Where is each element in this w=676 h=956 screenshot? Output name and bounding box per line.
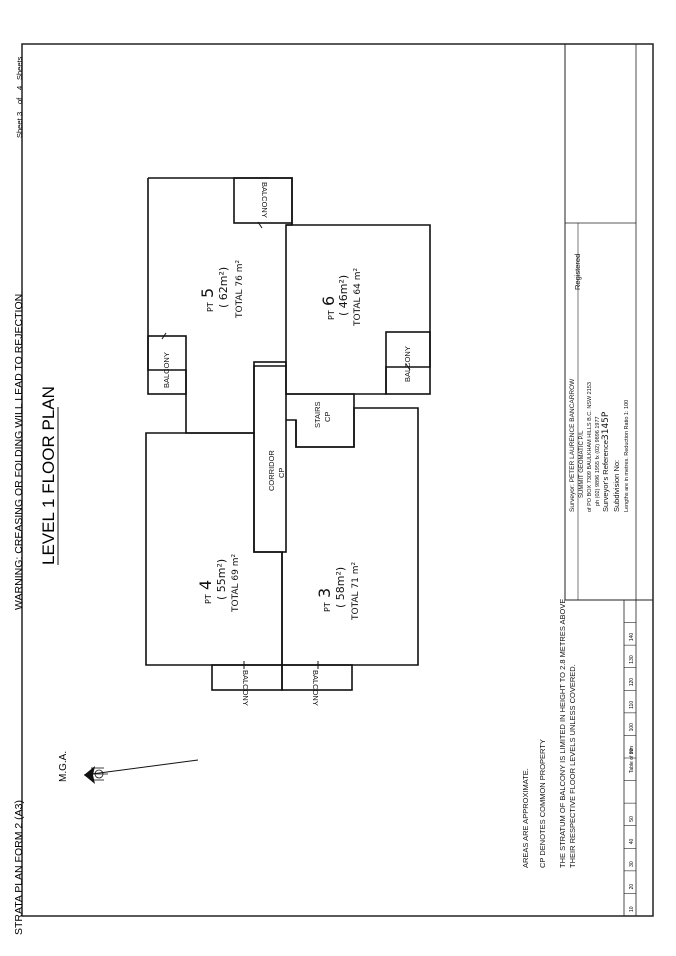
lot-4-total: TOTAL 69 m²	[231, 554, 241, 613]
subdivision-label: Subdivision No:	[612, 460, 621, 512]
lengths-note: Lengths are in metres. Reduction Ratio 1…	[624, 400, 630, 512]
balcony-label-5-side: BALCONY	[162, 352, 171, 388]
scale-table-label: Table of mm	[629, 746, 635, 773]
scale-cell-value: 130	[629, 655, 635, 664]
scale-cell-value: 140	[629, 633, 635, 642]
lot-4-area: ( 55m²)	[215, 559, 228, 600]
lot-labels: PT 5 ( 62m²) TOTAL 76 m² PT 6 ( 46m²) TO…	[196, 260, 363, 621]
plan-notes: AREAS ARE APPROXIMATE. CP DENOTES COMMON…	[521, 599, 577, 868]
surveyor-block: Surveyor: PETER LAURENCE BANCARROW SUMMI…	[564, 44, 653, 601]
sheet-label: Sheet	[15, 117, 24, 138]
lot-3-boundary	[281, 407, 419, 666]
floor-plan	[145, 177, 431, 691]
stairs-label: STAIRS	[313, 401, 322, 428]
note-cp: CP DENOTES COMMON PROPERTY	[538, 739, 547, 868]
balcony-lot-6	[385, 331, 431, 395]
sheets-label: Sheets	[15, 56, 24, 80]
lot-3-area: ( 58m²)	[334, 567, 347, 608]
sheet-total: 4	[15, 86, 24, 90]
form-title: STRATA PLAN FORM 2 (A3)	[13, 800, 25, 935]
sheet-border	[21, 43, 654, 917]
scale-cell-value: 40	[629, 839, 635, 845]
scale-cell-value: 110	[629, 701, 635, 709]
note-stratum-2: THEIR RESPECTIVE FLOOR LEVELS UNLESS COV…	[568, 664, 577, 868]
balcony-lot-5-side	[147, 335, 187, 395]
surveyor-ref-label: Surveyor's Reference:	[601, 438, 610, 512]
lot-3-number: 3	[315, 588, 334, 598]
lot-4-number: 4	[196, 580, 215, 590]
scale-cell-value: 10	[629, 906, 635, 912]
lot-5-total: TOTAL 76 m²	[235, 260, 245, 319]
area-labels: BALCONY BALCONY BALCONY BALCONY BALCONY …	[162, 182, 412, 706]
scale-cell-value: 50	[629, 816, 635, 822]
stairs-cp-label: CP	[323, 412, 332, 422]
lot-6-number: 6	[319, 296, 338, 306]
balcony-lot-3	[281, 664, 353, 691]
lot-3-pt: PT	[323, 602, 332, 612]
balcony-label-4: BALCONY	[241, 670, 250, 706]
sheet-numbering: Sheet 3 of 4 Sheets	[15, 56, 24, 138]
balcony-label-5-top: BALCONY	[260, 182, 269, 218]
sheet-number: 3	[15, 112, 24, 116]
scale-cell-value: 20	[629, 884, 635, 890]
lot-5-pt: PT	[206, 302, 215, 312]
lot-6-pt: PT	[327, 310, 336, 320]
scale-cell-value: 90	[629, 748, 635, 754]
lot-4-pt: PT	[204, 594, 213, 604]
scale-cell-value: 100	[629, 723, 635, 732]
lot-4-boundary	[145, 432, 283, 666]
north-label: M.G.A.	[58, 751, 69, 782]
lot-3-total: TOTAL 71 m²	[351, 562, 361, 621]
registered-label: Registered	[573, 254, 582, 290]
lot-5-number: 5	[198, 288, 217, 298]
scale-cell-value: 30	[629, 861, 635, 867]
surveyor-address: of PO BOX 7309 BAULKHAM HILLS B.C. NSW 2…	[587, 382, 593, 512]
note-areas: AREAS ARE APPROXIMATE.	[521, 768, 530, 868]
lot-6-area: ( 46m²)	[337, 275, 350, 316]
plan-title: LEVEL 1 FLOOR PLAN	[39, 386, 58, 565]
scale-cell-value: 120	[629, 678, 635, 687]
balcony-label-6: BALCONY	[403, 346, 412, 382]
surveyor-firm: SUMMIT GEOMATIC P/L	[579, 430, 585, 498]
balcony-label-3: BALCONY	[311, 670, 320, 706]
of-label: of	[15, 97, 24, 104]
corridor-label: CORRIDOR	[267, 450, 276, 491]
lot-6-total: TOTAL 64 m²	[353, 268, 363, 327]
warning-text: WARNING: CREASING OR FOLDING WILL LEAD T…	[13, 294, 25, 610]
note-stratum-1: THE STRATUM OF BALCONY IS LIMITED IN HEI…	[558, 599, 567, 868]
surveyor-phone: ph (02) 9896 1955 fx (02) 9896 1977	[595, 416, 601, 506]
surveyor-ref-value: 3145P	[601, 411, 611, 440]
lot-5-area: ( 62m²)	[217, 267, 230, 308]
corridor-cp-label: CP	[277, 468, 286, 478]
north-arrow-icon	[83, 759, 199, 784]
surveyor-name: Surveyor: PETER LAURENCE BANCARROW	[569, 378, 576, 512]
balcony-lot-5	[233, 177, 293, 224]
